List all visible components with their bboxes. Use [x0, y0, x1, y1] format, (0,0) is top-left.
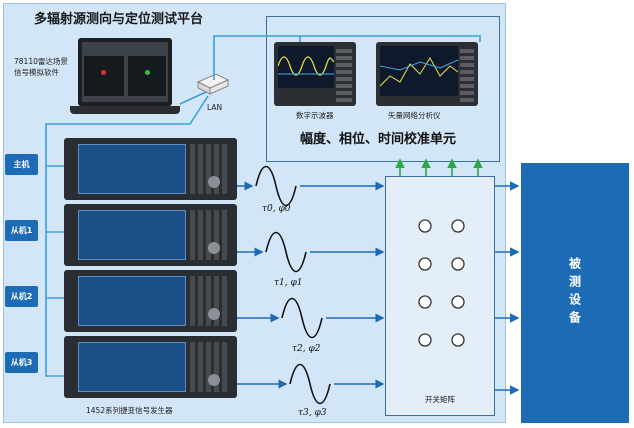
lan-label: LAN — [207, 103, 223, 112]
oscilloscope-label: 数字示波器 — [296, 111, 334, 120]
phi-label-0: φ0 — [278, 204, 291, 214]
network-analyzer-icon — [376, 42, 478, 106]
tau-label-0: τ0 — [262, 204, 273, 214]
device-under-test-box — [521, 163, 629, 423]
signal-label-1: τ1, φ1 — [274, 278, 303, 288]
switch-matrix-box — [385, 176, 495, 416]
unit-label-slave2: 从机2 — [5, 286, 38, 307]
tau-label-1: τ1 — [274, 278, 285, 288]
phi-label-1: φ1 — [290, 278, 303, 288]
unit-label-slave1: 从机1 — [5, 220, 38, 241]
oscilloscope-icon — [274, 42, 356, 106]
software-label-line1: 78110雷达场景 — [14, 57, 68, 66]
phi-label-2: φ2 — [308, 344, 321, 354]
platform-title: 多辐射源测向与定位测试平台 — [34, 12, 204, 27]
tau-label-2: τ2 — [292, 344, 303, 354]
signal-generator-slave2 — [64, 270, 237, 332]
switch-ports — [418, 219, 465, 347]
router-icon — [196, 72, 230, 96]
calibration-arrows — [395, 158, 483, 176]
generator-caption: 1452系列捷变信号发生器 — [86, 406, 173, 415]
calibration-unit-label: 幅度、相位、时间校准单元 — [300, 132, 457, 147]
signal-generator-slave1 — [64, 204, 237, 266]
tau-label-3: τ3 — [298, 408, 309, 418]
lan-cables — [45, 35, 481, 377]
software-label-line2: 信号模拟软件 — [14, 68, 59, 77]
device-under-test-label: 被测设备 — [567, 257, 582, 329]
unit-label-master: 主机 — [5, 154, 38, 175]
generator-output-arrows — [237, 181, 385, 389]
calibration-unit-frame — [266, 16, 500, 162]
laptop-icon — [70, 38, 180, 116]
sine-waveforms — [255, 165, 331, 405]
switch-output-arrows — [495, 181, 520, 395]
unit-label-slave3: 从机3 — [5, 352, 38, 373]
phi-label-3: φ3 — [314, 408, 327, 418]
signal-label-2: τ2, φ2 — [292, 344, 321, 354]
signal-label-3: τ3, φ3 — [298, 408, 327, 418]
network-analyzer-label: 矢量网络分析仪 — [388, 111, 441, 120]
switch-matrix-label: 开关矩阵 — [425, 395, 455, 404]
signal-generator-master — [64, 138, 237, 200]
signal-label-0: τ0, φ0 — [262, 204, 291, 214]
signal-generator-slave3 — [64, 336, 237, 398]
